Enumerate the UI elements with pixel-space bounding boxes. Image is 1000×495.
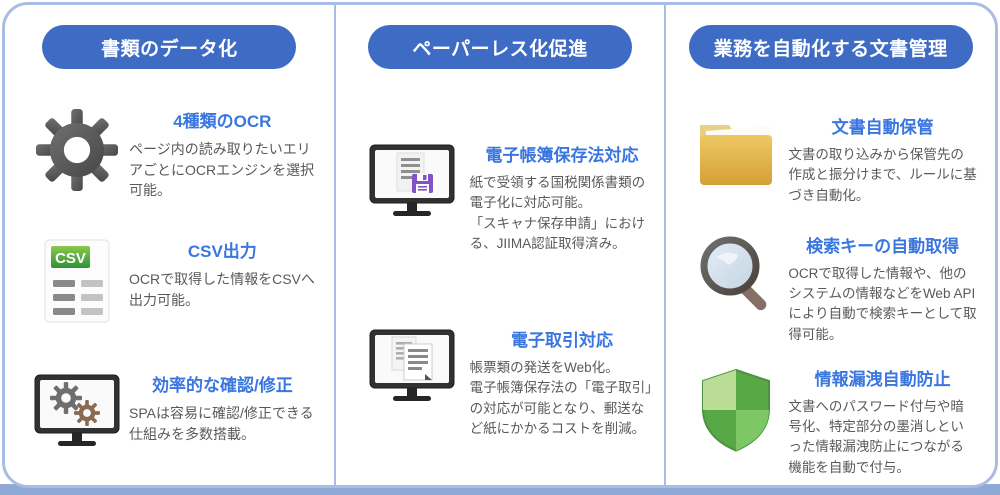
feature-title: 検索キーの自動取得: [806, 236, 960, 256]
feature-title: 効率的な確認/修正: [151, 376, 293, 396]
feature-item-denshitorihiki: 電子取引対応 帳票類の発送をWeb化。 電子帳簿保存法の「電子取引」の対応が可能…: [336, 324, 665, 439]
feature-title: CSV出力: [187, 242, 257, 262]
svg-text:CSV: CSV: [55, 250, 86, 267]
feature-description: ページ内の読み取りたいエリアごとにOCRエンジンを選択可能。: [129, 141, 315, 199]
column-automated-doc-management: 業務を自動化する文書管理: [666, 5, 995, 485]
feature-title: 情報漏洩自動防止: [814, 369, 951, 389]
bottom-band: [0, 484, 1000, 495]
feature-title: 4種類のOCR: [173, 112, 272, 131]
feature-description: OCRで取得した情報をCSVへ出力可能。: [129, 271, 315, 308]
gear-icon: [25, 105, 129, 191]
feature-item-denshichobo: 電子帳簿保存法対応 紙で受領する国税関係書類の電子化に対応可能。 「スキャナ保存…: [336, 139, 665, 254]
folder-icon: [690, 111, 782, 191]
column-header-pill: ペーパーレス化促進: [368, 25, 632, 69]
feature-title: 電子帳簿保存法対応: [485, 146, 639, 165]
monitor-document-save-icon: [362, 139, 462, 219]
column-header-pill: 書類のデータ化: [42, 25, 297, 69]
feature-title: 電子取引対応: [511, 331, 613, 350]
feature-description: SPAは容易に確認/修正できる仕組みを多数搭載。: [129, 405, 314, 442]
column-header-label: ペーパーレス化促進: [412, 38, 588, 60]
feature-item-search-key: 検索キーの自動取得 OCRで取得した情報や、他のシステムの情報などをWeb AP…: [666, 230, 995, 345]
feature-description: 帳票類の発送をWeb化。 電子帳簿保存法の「電子取引」の対応が可能となり、郵送な…: [469, 360, 652, 436]
feature-item-auto-storage: 文書自動保管 文書の取り込みから保管先の作成と振分けまで、ルールに基づき自動化。: [666, 111, 995, 206]
card: 書類のデータ化: [2, 2, 998, 488]
shield-icon: [690, 363, 782, 453]
feature-description: 紙で受領する国税関係書類の電子化に対応可能。 「スキャナ保存申請」における、JI…: [469, 175, 646, 251]
feature-description: 文書へのパスワード付与や暗号化、特定部分の墨消しといった情報漏洩防止につながる機…: [788, 398, 964, 475]
feature-title: 文書自動保管: [831, 118, 934, 137]
feature-description: 文書の取り込みから保管先の作成と振分けまで、ルールに基づき自動化。: [788, 147, 977, 203]
csv-file-icon: CSV: [25, 235, 129, 323]
column-header-label: 業務を自動化する文書管理: [713, 38, 948, 60]
column-document-digitization: 書類のデータ化: [5, 5, 336, 485]
column-paperless-promotion: ペーパーレス化促進: [336, 5, 667, 485]
column-header-label: 書類のデータ化: [101, 38, 238, 60]
monitor-documents-icon: [362, 324, 462, 404]
feature-item-check-fix: 効率的な確認/修正 SPAは容易に確認/修正できる仕組みを多数搭載。: [5, 369, 334, 449]
feature-item-ocr: 4種類のOCR ページ内の読み取りたいエリアごとにOCRエンジンを選択可能。: [5, 105, 334, 201]
column-header-pill: 業務を自動化する文書管理: [688, 25, 973, 69]
feature-description: OCRで取得した情報や、他のシステムの情報などをWeb APIにより自動で検索キ…: [788, 265, 977, 342]
feature-item-leak-prevention: 情報漏洩自動防止 文書へのパスワード付与や暗号化、特定部分の墨消しといった情報漏…: [666, 363, 995, 478]
monitor-gears-icon: [25, 369, 129, 449]
feature-item-csv: CSV CSV出力 OCRで取得した情報をCSVへ出力可能。: [5, 235, 334, 323]
magnifier-icon: [690, 230, 782, 316]
